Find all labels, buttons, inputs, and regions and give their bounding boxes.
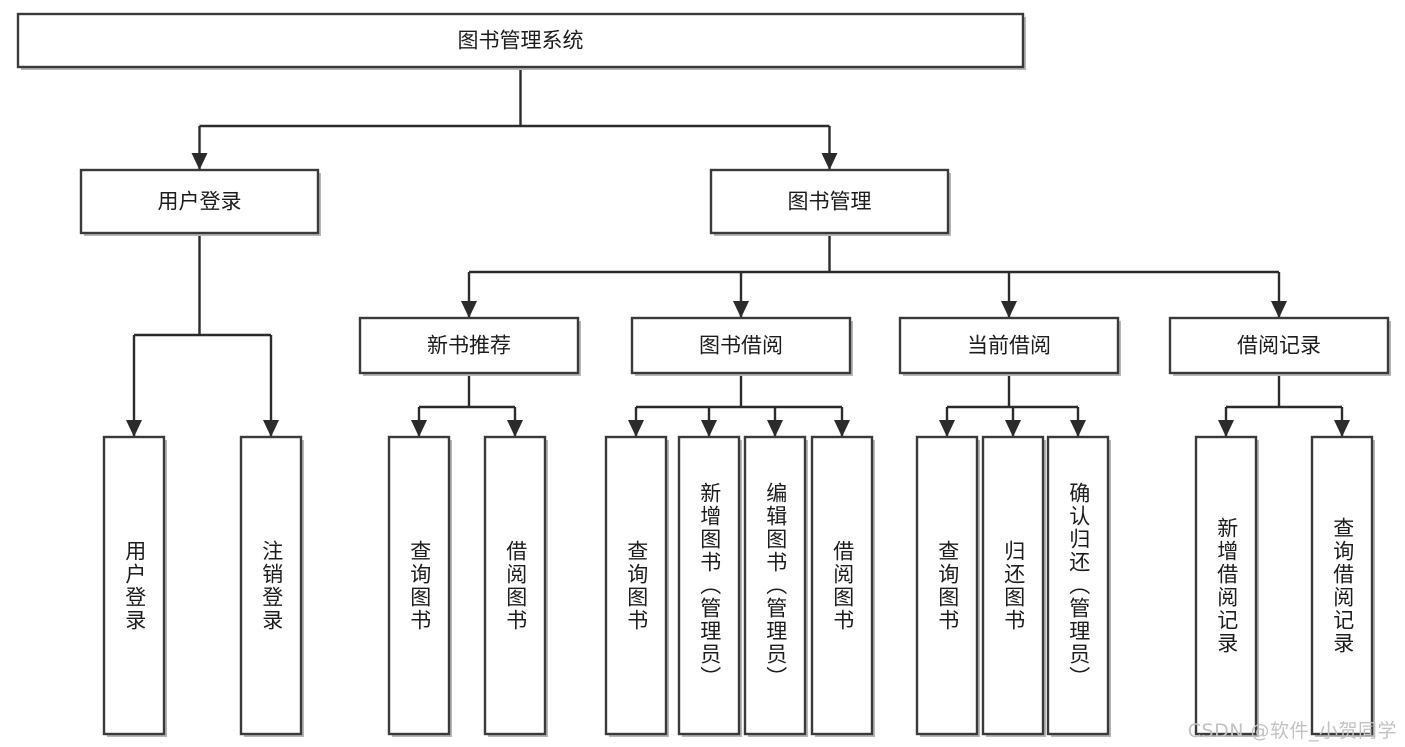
connector-arrowhead (628, 420, 644, 437)
connector-arrowhead (1001, 301, 1017, 318)
node-box-nbr-borrow-book[interactable] (483, 435, 547, 736)
node-label-current-borrow: 当前借阅 (967, 334, 1051, 358)
node-box-borrow-record[interactable] (1168, 316, 1390, 375)
boxes-layer (16, 12, 1391, 737)
node-label-user-login: 用户登录 (158, 190, 242, 214)
connector-arrowhead (821, 153, 838, 170)
node-box-user-login-do[interactable] (102, 435, 166, 736)
node-box-bb-add-book[interactable] (677, 435, 741, 736)
connector-arrowhead (126, 420, 142, 437)
connector-arrowhead (263, 420, 279, 437)
connector-arrowhead (1218, 420, 1234, 437)
node-box-cb-return-book[interactable] (981, 435, 1045, 736)
connector-arrowhead (733, 301, 749, 318)
node-box-br-query-record[interactable] (1310, 435, 1374, 736)
node-box-book-manage[interactable] (709, 168, 950, 235)
connector-arrowhead (939, 420, 955, 437)
node-box-bb-borrow-book[interactable] (810, 435, 874, 736)
node-box-user-login[interactable] (79, 168, 320, 235)
connector-arrowhead (411, 420, 427, 437)
csdn-watermark: CSDN @软件_小贺同学 (1187, 720, 1397, 742)
connector-arrowhead (701, 420, 717, 437)
connector-arrowhead (1334, 420, 1350, 437)
node-box-br-add-record[interactable] (1194, 435, 1258, 736)
connector-arrowhead (461, 301, 477, 318)
node-box-root[interactable] (16, 12, 1025, 69)
node-box-new-book-recommend[interactable] (358, 316, 580, 375)
node-label-book-borrow: 图书借阅 (699, 334, 783, 358)
node-box-cb-confirm-return[interactable] (1046, 435, 1110, 736)
node-label-root: 图书管理系统 (458, 29, 584, 53)
connector-arrowhead (1005, 420, 1021, 437)
node-box-user-logout[interactable] (239, 435, 303, 736)
node-label-book-manage: 图书管理 (788, 190, 872, 214)
node-box-bb-edit-book[interactable] (743, 435, 807, 736)
node-box-cb-query-book[interactable] (915, 435, 979, 736)
node-box-bb-query-book[interactable] (604, 435, 668, 736)
connectors-layer (126, 67, 1350, 437)
connector-arrowhead (191, 153, 208, 170)
node-label-new-book-recommend: 新书推荐 (427, 334, 511, 358)
node-label-borrow-record: 借阅记录 (1237, 334, 1321, 358)
connector-arrowhead (1070, 420, 1086, 437)
node-box-current-borrow[interactable] (898, 316, 1120, 375)
connector-arrowhead (767, 420, 783, 437)
connector-arrowhead (507, 420, 523, 437)
node-box-book-borrow[interactable] (630, 316, 852, 375)
node-box-nbr-query-book[interactable] (387, 435, 451, 736)
connector-arrowhead (834, 420, 850, 437)
connector-arrowhead (1271, 301, 1287, 318)
